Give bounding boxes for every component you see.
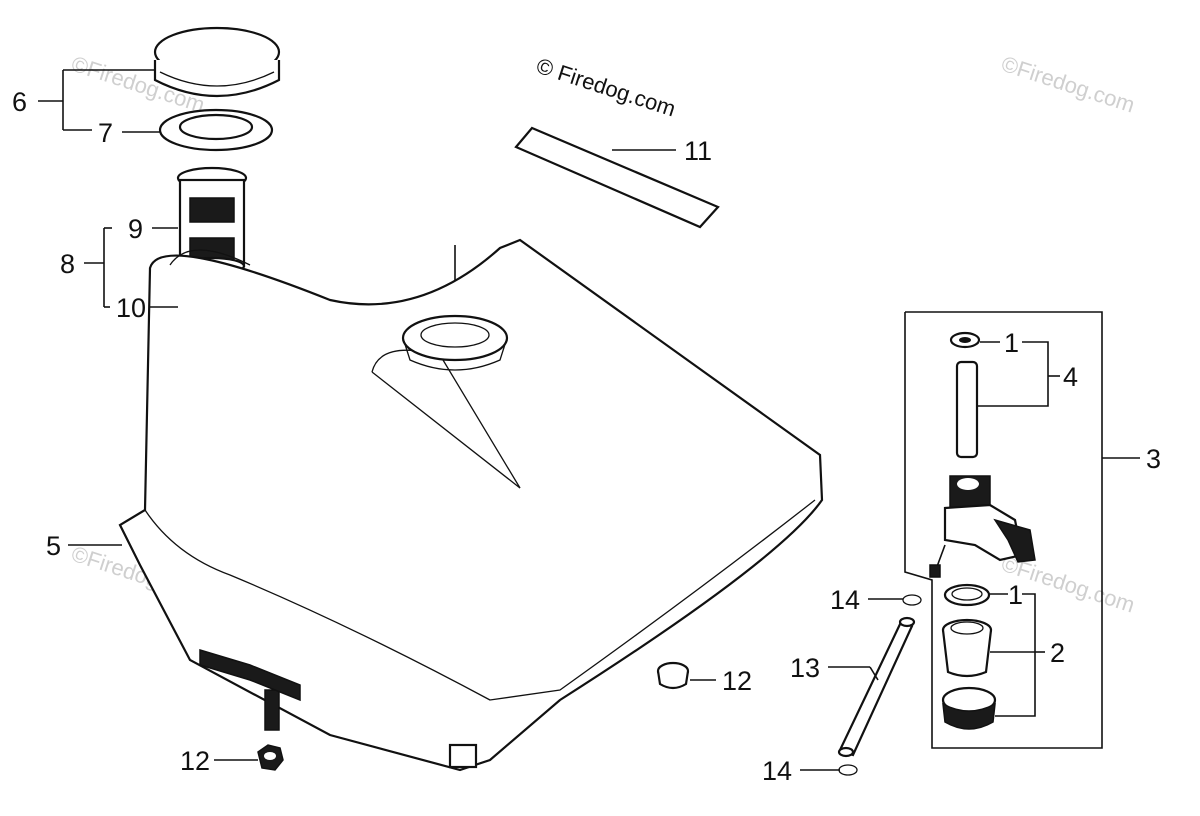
callout-14-top: 14 bbox=[830, 585, 860, 615]
fuel-valve-components bbox=[929, 331, 1036, 730]
nut-part-12-left bbox=[257, 744, 284, 771]
decal-part-11 bbox=[514, 126, 720, 229]
fuel-tank-part-5 bbox=[118, 238, 824, 772]
callout-7: 7 bbox=[98, 118, 113, 148]
clip-part-14-top bbox=[902, 594, 922, 606]
gasket-part-7 bbox=[158, 108, 274, 152]
plug-part-12-right bbox=[656, 661, 690, 690]
callout-3: 3 bbox=[1146, 444, 1161, 474]
callout-1-top: 1 bbox=[1004, 328, 1019, 358]
callout-12-right: 12 bbox=[722, 666, 752, 696]
clip-part-14-bottom bbox=[838, 764, 858, 776]
callout-11: 11 bbox=[684, 136, 712, 166]
callout-5: 5 bbox=[46, 531, 61, 561]
callout-1-bottom: 1 bbox=[1008, 580, 1023, 610]
callout-14-bottom: 14 bbox=[762, 756, 792, 786]
callout-8: 8 bbox=[60, 249, 75, 279]
callout-4: 4 bbox=[1063, 362, 1078, 392]
fuel-hose-part-13 bbox=[837, 616, 916, 758]
watermark-top-right: ©Firedog.com bbox=[998, 51, 1137, 118]
callout-2: 2 bbox=[1050, 638, 1065, 668]
leader-lines bbox=[38, 69, 1140, 771]
copyright-text: © Firedog.com bbox=[533, 53, 678, 121]
callout-6: 6 bbox=[12, 87, 27, 117]
callout-12-left: 12 bbox=[180, 746, 210, 776]
callout-10: 10 bbox=[116, 293, 146, 323]
callout-9: 9 bbox=[128, 214, 143, 244]
callout-labels: 6 7 9 8 10 11 5 12 12 13 14 14 1 4 3 1 2 bbox=[12, 87, 1161, 786]
fuel-cap-part-6 bbox=[153, 26, 281, 98]
valve-assembly-bracket bbox=[904, 311, 1103, 749]
callout-13: 13 bbox=[790, 653, 820, 683]
